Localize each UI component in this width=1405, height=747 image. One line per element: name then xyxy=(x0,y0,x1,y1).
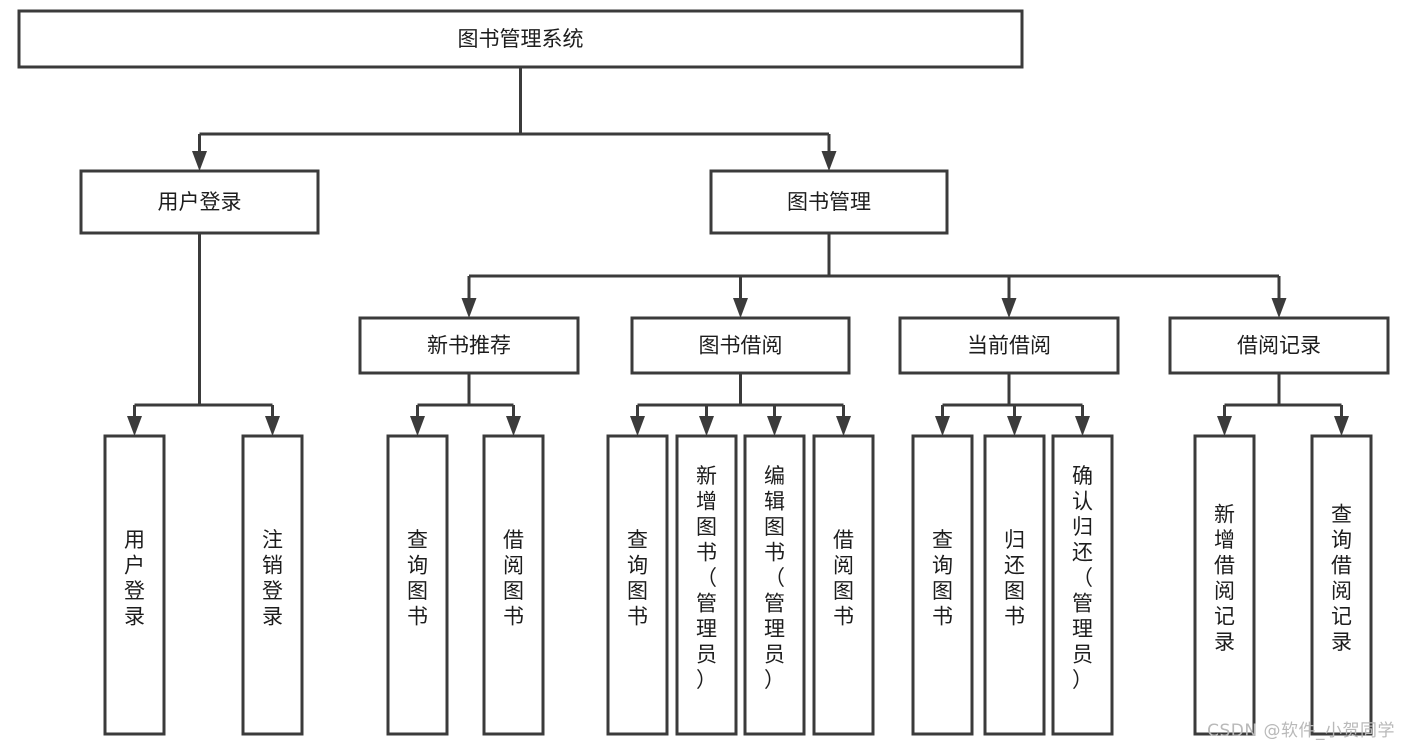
connector-layer xyxy=(127,67,1349,436)
arrow-head-icon xyxy=(1217,416,1232,436)
node-box xyxy=(1168,316,1390,375)
node-leaf-add-record[interactable]: 新增借阅记录 xyxy=(1193,434,1256,736)
arrow-head-icon xyxy=(265,416,280,436)
node-label: 归还图书 xyxy=(1004,528,1025,629)
node-new-book-rec[interactable]: 新书推荐 xyxy=(358,316,580,375)
node-leaf-edit-book[interactable]: 编辑图书（管理员） xyxy=(743,434,806,736)
arrow-head-icon xyxy=(699,416,714,436)
node-label: 查询图书 xyxy=(932,528,953,629)
arrow-head-icon xyxy=(935,416,950,436)
arrow-head-icon xyxy=(506,416,521,436)
node-box xyxy=(812,434,875,736)
node-leaf-query-book-1[interactable]: 查询图书 xyxy=(386,434,449,736)
node-label: 图书借阅 xyxy=(699,334,783,358)
node-label: 编辑图书（管理员） xyxy=(764,464,785,692)
arrow-head-icon xyxy=(1001,298,1017,318)
node-label: 借阅记录 xyxy=(1237,334,1321,358)
node-book-manage[interactable]: 图书管理 xyxy=(709,169,949,235)
node-label: 新增借阅记录 xyxy=(1214,502,1235,654)
node-leaf-borrow-book-1[interactable]: 借阅图书 xyxy=(482,434,545,736)
node-current-borrow[interactable]: 当前借阅 xyxy=(898,316,1120,375)
node-box xyxy=(358,316,580,375)
node-label: 图书管理系统 xyxy=(458,27,584,51)
node-box xyxy=(898,316,1120,375)
node-label: 新增图书（管理员） xyxy=(696,464,717,692)
arrow-head-icon xyxy=(461,298,477,318)
node-label: 借阅图书 xyxy=(833,528,854,629)
node-label: 借阅图书 xyxy=(503,528,524,629)
arrow-head-icon xyxy=(1007,416,1022,436)
node-box xyxy=(911,434,974,736)
node-box xyxy=(241,434,304,736)
node-label: 查询图书 xyxy=(627,528,648,629)
node-box xyxy=(17,9,1024,69)
arrow-head-icon xyxy=(1334,416,1349,436)
node-label: 新书推荐 xyxy=(427,334,511,358)
node-box xyxy=(606,434,669,736)
node-leaf-query-book-2[interactable]: 查询图书 xyxy=(606,434,669,736)
node-borrow-record[interactable]: 借阅记录 xyxy=(1168,316,1390,375)
node-box xyxy=(482,434,545,736)
node-label: 查询图书 xyxy=(407,528,428,629)
node-box xyxy=(1193,434,1256,736)
arrow-head-icon xyxy=(836,416,851,436)
arrow-head-icon xyxy=(127,416,142,436)
node-leaf-logout[interactable]: 注销登录 xyxy=(241,434,304,736)
node-book-borrow[interactable]: 图书借阅 xyxy=(630,316,851,375)
node-leaf-return-book[interactable]: 归还图书 xyxy=(983,434,1046,736)
node-label: 图书管理 xyxy=(787,190,871,214)
node-box xyxy=(630,316,851,375)
arrow-head-icon xyxy=(630,416,645,436)
node-leaf-query-book-3[interactable]: 查询图书 xyxy=(911,434,974,736)
arrow-head-icon xyxy=(821,151,837,171)
node-box xyxy=(743,434,806,736)
node-root[interactable]: 图书管理系统 xyxy=(17,9,1024,69)
node-leaf-add-book[interactable]: 新增图书（管理员） xyxy=(675,434,738,736)
node-leaf-query-record[interactable]: 查询借阅记录 xyxy=(1310,434,1373,736)
node-box xyxy=(103,434,166,736)
node-label: 用户登录 xyxy=(158,190,242,214)
node-user-login[interactable]: 用户登录 xyxy=(79,169,320,235)
arrow-head-icon xyxy=(192,151,207,171)
node-label: 当前借阅 xyxy=(967,334,1051,358)
node-label: 用户登录 xyxy=(124,528,145,629)
arrow-head-icon xyxy=(1075,416,1090,436)
node-box xyxy=(709,169,949,235)
node-label: 确认归还（管理员） xyxy=(1072,464,1093,692)
node-box xyxy=(675,434,738,736)
node-box xyxy=(983,434,1046,736)
arrow-head-icon xyxy=(767,416,782,436)
node-leaf-borrow-book-2[interactable]: 借阅图书 xyxy=(812,434,875,736)
node-label: 注销登录 xyxy=(262,528,283,629)
node-box xyxy=(79,169,320,235)
node-layer: 图书管理系统用户登录图书管理新书推荐图书借阅当前借阅借阅记录用户登录注销登录查询… xyxy=(17,9,1390,736)
node-box xyxy=(1051,434,1114,736)
node-label: 查询借阅记录 xyxy=(1331,502,1352,654)
arrow-head-icon xyxy=(410,416,425,436)
node-leaf-confirm-return[interactable]: 确认归还（管理员） xyxy=(1051,434,1114,736)
node-box xyxy=(386,434,449,736)
node-leaf-user-login[interactable]: 用户登录 xyxy=(103,434,166,736)
node-box xyxy=(1310,434,1373,736)
arrow-head-icon xyxy=(733,298,748,318)
arrow-head-icon xyxy=(1271,298,1287,318)
